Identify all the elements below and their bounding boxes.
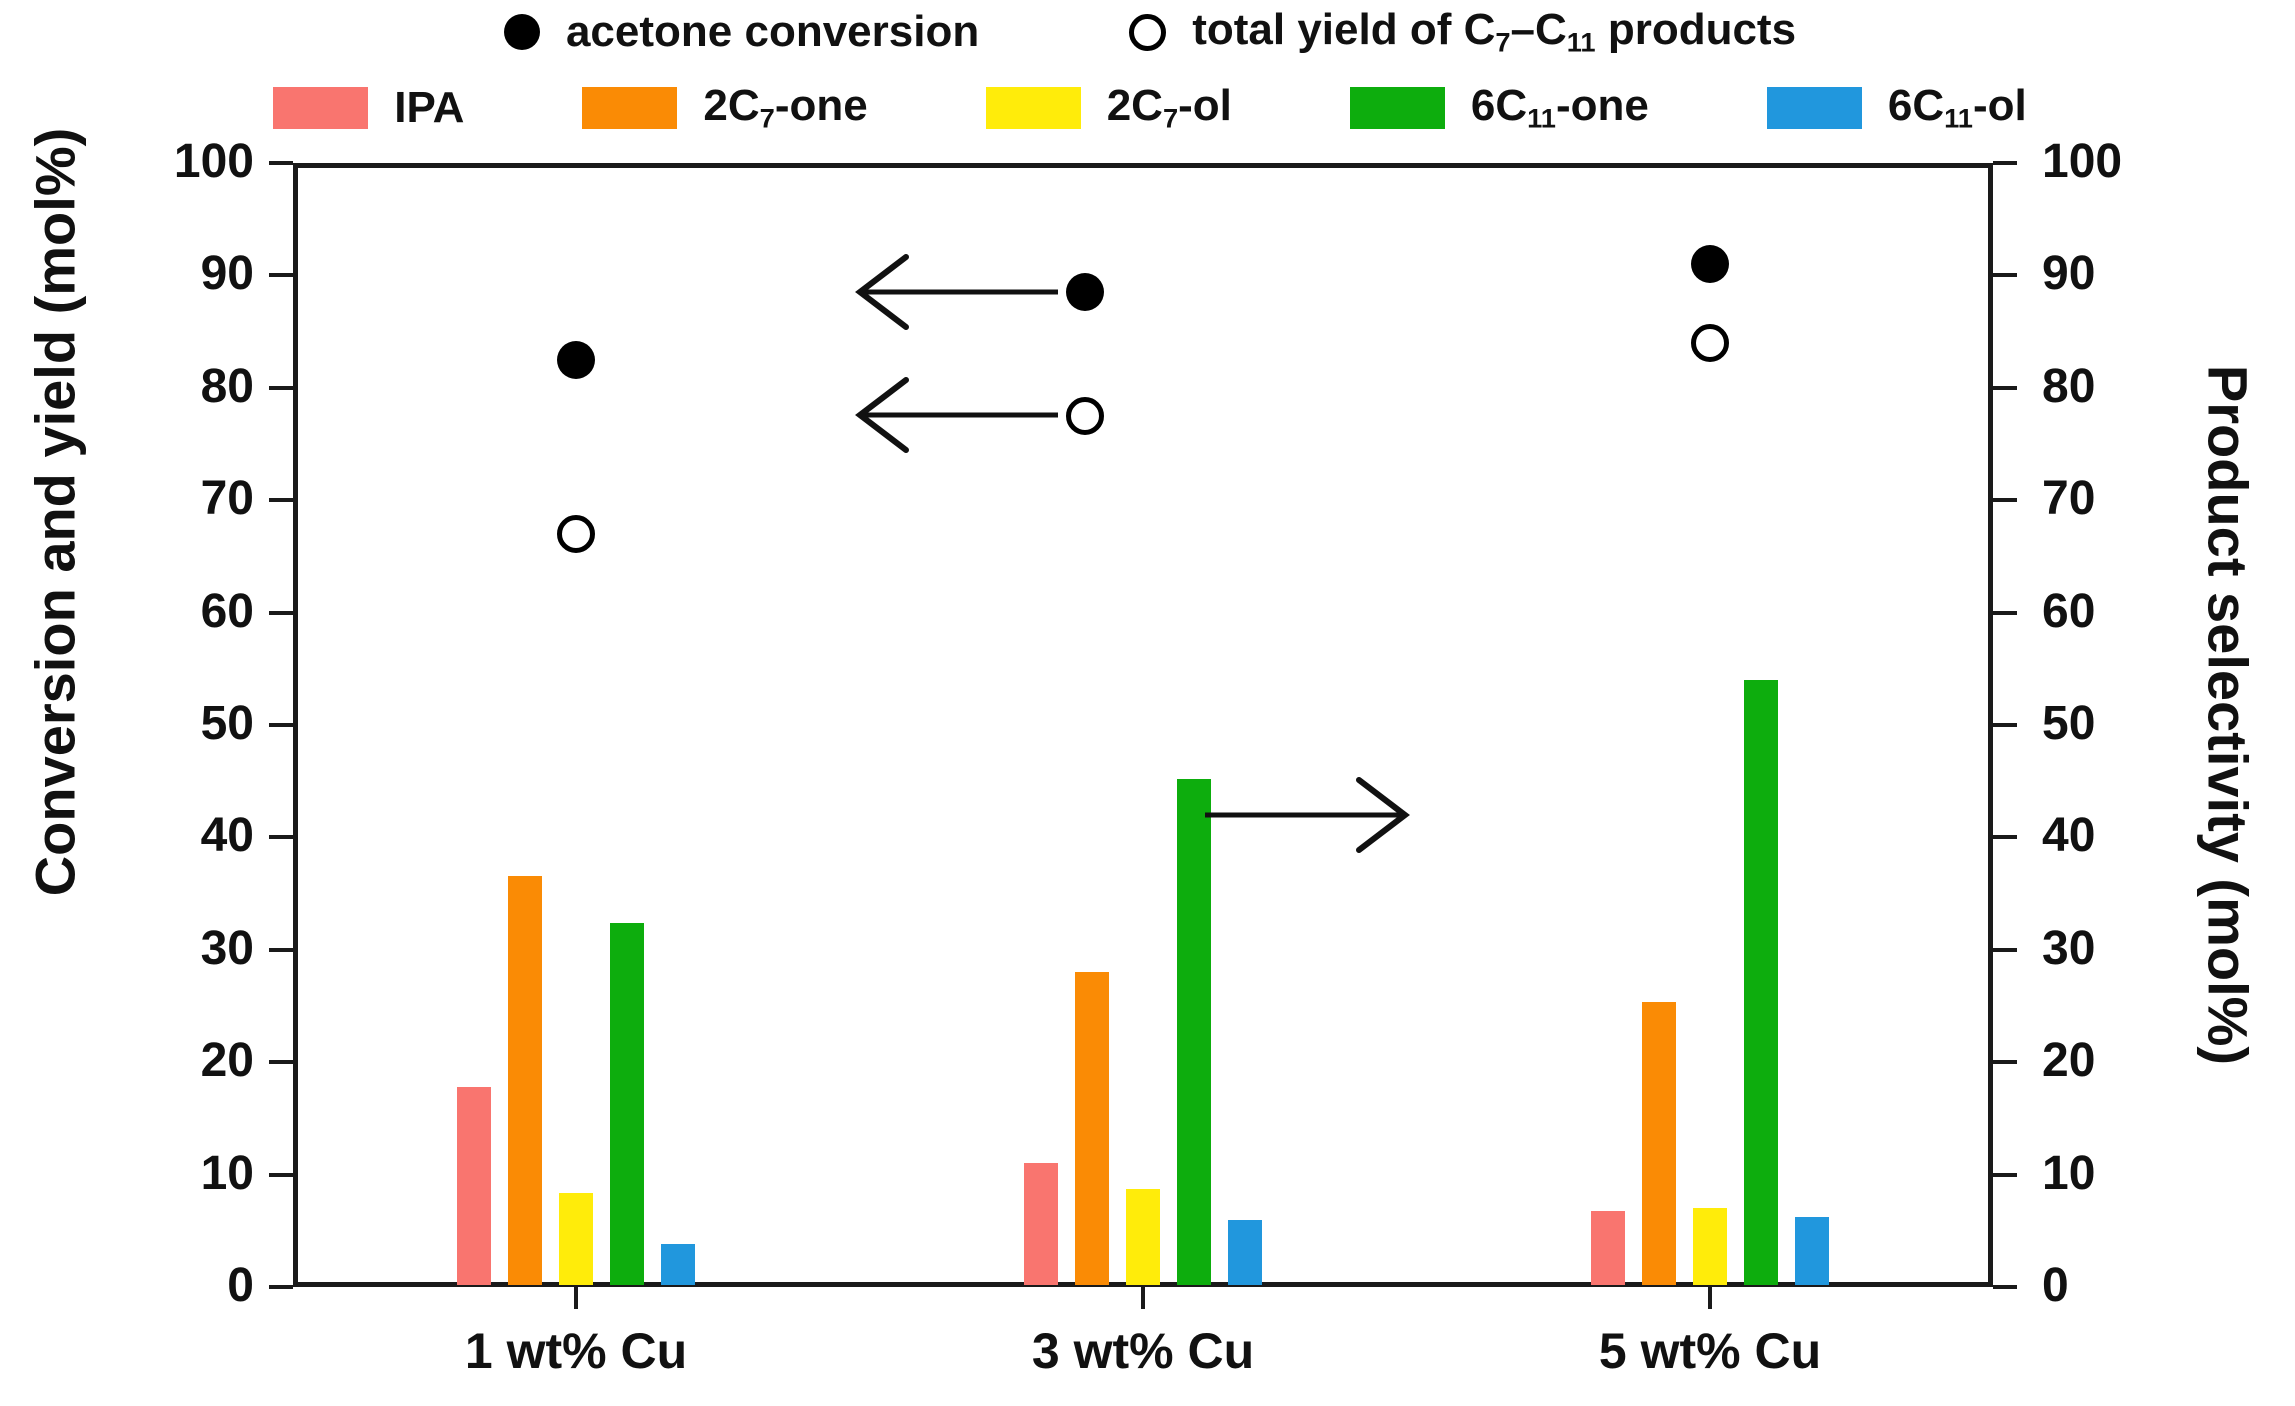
bar-6c11-one: [610, 922, 644, 1285]
bar-ipa: [1591, 1210, 1625, 1285]
scatter-point-yield: [1691, 323, 1729, 362]
left-axis-tick: [269, 1172, 293, 1177]
right-axis-tick: [1993, 835, 2017, 840]
legend-label: 6C11-one: [1470, 81, 1649, 134]
right-axis-tick-label: 60: [2042, 584, 2096, 638]
bar-2c7-one: [1642, 1001, 1676, 1285]
bar-2c7-ol: [1693, 1208, 1727, 1285]
bar-6c11-one: [1177, 778, 1211, 1285]
scatter-point-yield: [557, 514, 595, 553]
legend-color-swatch: [985, 87, 1081, 129]
legend-label: 6C11-ol: [1887, 81, 2027, 134]
left-axis-tick-label: 30: [200, 921, 254, 975]
left-axis-tick-label: 70: [200, 472, 254, 526]
x-axis-tick: [1141, 1287, 1145, 1309]
left-axis-tick: [269, 498, 293, 503]
x-category-label: 5 wt% Cu: [1598, 1323, 1822, 1379]
bar-ipa: [457, 1086, 491, 1285]
right-axis-tick: [1993, 498, 2017, 503]
right-axis-tick-label: 50: [2042, 697, 2096, 750]
left-axis-tick-label: 40: [200, 809, 254, 863]
bar-2c7-ol: [1126, 1189, 1160, 1285]
left-axis-tick: [269, 385, 293, 390]
left-axis-tick: [269, 723, 293, 727]
right-axis-tick: [1993, 1172, 2017, 1177]
right-axis-tick-label: 80: [2042, 359, 2096, 413]
left-arrow-icon: [855, 254, 1058, 330]
right-axis-tick: [1993, 610, 2017, 615]
left-axis-tick-label: 50: [200, 697, 254, 750]
left-axis-tick-label: 100: [173, 135, 254, 188]
left-axis-tick-label: 60: [200, 584, 254, 638]
legend-color-swatch: [1766, 87, 1862, 129]
right-axis-tick-label: 20: [2042, 1034, 2096, 1088]
right-axis-tick-label: 70: [2042, 472, 2096, 526]
left-arrow-icon: [855, 377, 1058, 453]
legend-item: 6C11-ol: [1766, 81, 2027, 135]
scatter-point-conversion: [1066, 273, 1104, 312]
left-axis-tick: [269, 947, 293, 952]
legend-scatter: acetone conversion total yield of C7–C11 …: [200, 4, 2100, 60]
legend-label: IPA: [394, 83, 465, 132]
bar-6c11-ol: [661, 1244, 695, 1285]
right-axis-tick: [1993, 273, 2017, 278]
right-axis-tick: [1993, 947, 2017, 952]
right-axis-tick: [1993, 723, 2017, 727]
bar-ipa: [1024, 1163, 1058, 1285]
legend-label: acetone conversion: [565, 7, 980, 56]
filled-circle-icon: [503, 14, 540, 50]
legend-item: 6C11-one: [1349, 81, 1649, 135]
right-axis-tick-label: 10: [2042, 1146, 2096, 1200]
scatter-point-conversion: [1691, 245, 1729, 284]
legend-item: IPA: [273, 83, 464, 133]
left-axis-tick: [269, 161, 293, 165]
right-axis-tick: [1993, 161, 2017, 165]
legend-item: total yield of C7–C11 products: [1129, 5, 1796, 59]
left-axis-tick: [269, 835, 293, 840]
left-axis-tick: [269, 273, 293, 278]
legend-label: 2C7-one: [703, 81, 868, 134]
right-axis-tick-label: 0: [2042, 1259, 2069, 1312]
legend-bars: IPA 2C7-one 2C7-ol 6C11-one 6C11-ol: [200, 80, 2100, 136]
right-axis-tick: [1993, 385, 2017, 390]
x-axis-tick: [1708, 1287, 1712, 1309]
x-category-label: 1 wt% Cu: [464, 1323, 688, 1379]
right-arrow-icon: [1205, 777, 1410, 853]
left-axis-tick: [269, 610, 293, 615]
right-axis-tick-label: 40: [2042, 809, 2096, 863]
left-axis-tick-label: 0: [227, 1259, 254, 1312]
open-circle-icon: [1129, 13, 1167, 51]
right-axis-tick-label: 30: [2042, 921, 2096, 975]
left-axis-tick: [269, 1060, 293, 1065]
left-axis-tick-label: 90: [200, 247, 254, 301]
left-axis-tick-label: 10: [200, 1146, 254, 1200]
left-axis-tick-label: 80: [200, 359, 254, 413]
bar-6c11-ol: [1795, 1217, 1829, 1285]
scatter-point-yield: [1066, 396, 1104, 435]
x-category-label: 3 wt% Cu: [1031, 1323, 1255, 1379]
legend-label: 2C7-ol: [1106, 81, 1232, 134]
right-axis-tick-label: 90: [2042, 247, 2096, 301]
bar-6c11-one: [1744, 680, 1778, 1285]
left-axis-tick-label: 20: [200, 1034, 254, 1088]
bar-2c7-one: [508, 875, 542, 1285]
legend-item: 2C7-one: [582, 81, 868, 135]
x-axis-tick: [574, 1287, 578, 1309]
legend-item: 2C7-ol: [985, 81, 1232, 135]
bar-2c7-one: [1075, 972, 1109, 1285]
left-axis-tick: [269, 1285, 293, 1289]
legend-item: acetone conversion: [503, 7, 980, 57]
right-axis-tick: [1993, 1285, 2017, 1289]
right-axis-tick: [1993, 1060, 2017, 1065]
bar-6c11-ol: [1228, 1219, 1262, 1285]
legend-color-swatch: [582, 87, 678, 129]
right-axis-tick-label: 100: [2042, 135, 2123, 188]
legend-color-swatch: [273, 87, 369, 129]
scatter-point-conversion: [557, 340, 595, 379]
legend-label: total yield of C7–C11 products: [1192, 5, 1797, 58]
bar-2c7-ol: [559, 1192, 593, 1285]
legend-color-swatch: [1349, 87, 1445, 129]
